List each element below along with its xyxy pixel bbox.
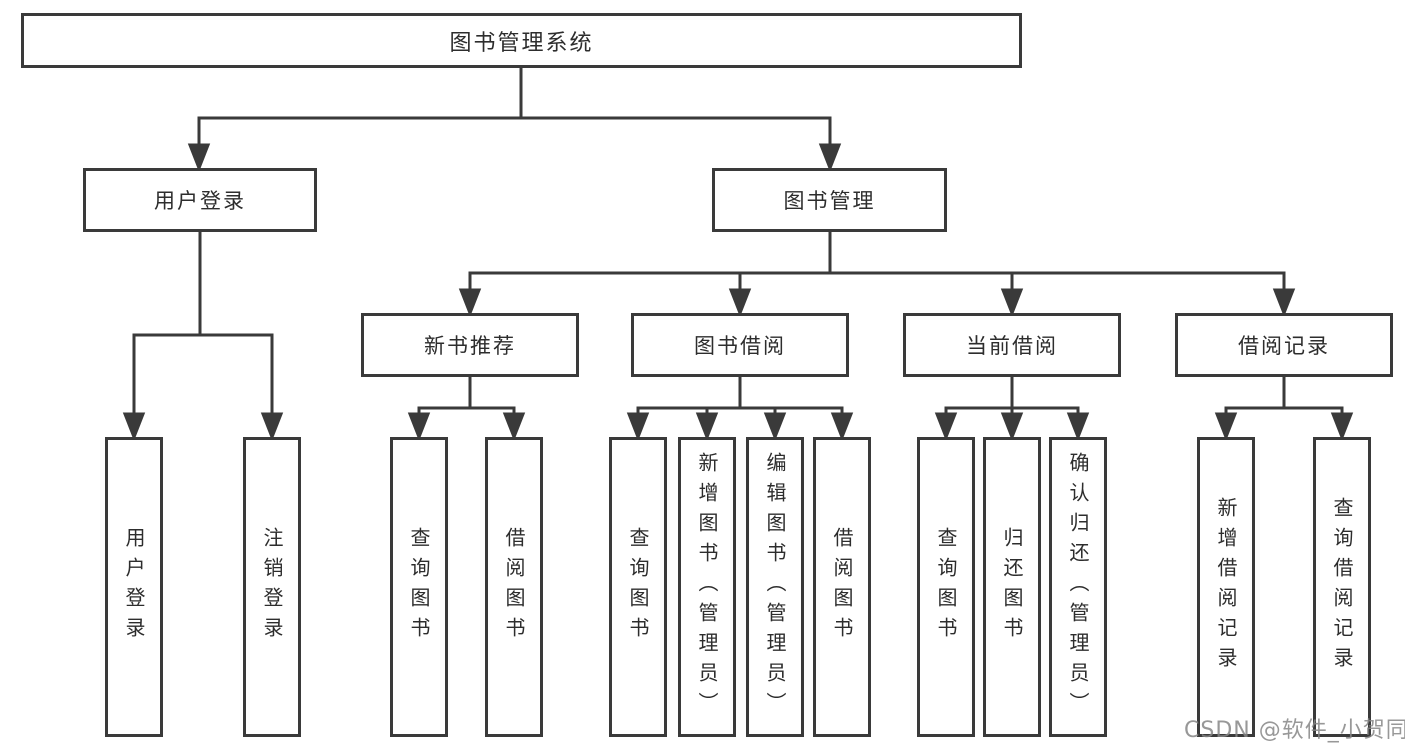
node-book-management: 图书管理 bbox=[712, 168, 947, 232]
node-current-borrowing: 当前借阅 bbox=[903, 313, 1121, 377]
connector-user-login-branch bbox=[122, 230, 284, 442]
leaf-borrowing-borrow-book: 借阅图书 bbox=[813, 437, 871, 737]
leaf-logout: 注销登录 bbox=[243, 437, 301, 737]
node-root-system: 图书管理系统 bbox=[21, 13, 1022, 68]
leaf-borrowing-edit-book: 编辑图书（管理员） bbox=[746, 437, 804, 737]
leaf-current-query-book: 查询图书 bbox=[917, 437, 975, 737]
node-book-borrowing: 图书借阅 bbox=[631, 313, 849, 377]
leaf-current-confirm-return: 确认归还（管理员） bbox=[1049, 437, 1107, 737]
leaf-records-query-record: 查询借阅记录 bbox=[1313, 437, 1371, 737]
connector-book-mgmt-branch bbox=[458, 230, 1296, 318]
leaf-user-login: 用户登录 bbox=[105, 437, 163, 737]
node-user-login: 用户登录 bbox=[83, 168, 317, 232]
csdn-watermark: CSDN @软件_小贺同学 bbox=[1184, 718, 1405, 743]
leaf-records-add-record: 新增借阅记录 bbox=[1197, 437, 1255, 737]
leaf-newbooks-query-book: 查询图书 bbox=[390, 437, 448, 737]
node-borrow-records: 借阅记录 bbox=[1175, 313, 1393, 377]
connector-current-branch bbox=[934, 375, 1090, 442]
connector-borrowing-branch bbox=[626, 375, 854, 442]
leaf-newbooks-borrow-book: 借阅图书 bbox=[485, 437, 543, 737]
connector-new-books-branch bbox=[407, 375, 526, 442]
leaf-borrowing-add-book: 新增图书（管理员） bbox=[678, 437, 736, 737]
node-new-book-recommend: 新书推荐 bbox=[361, 313, 579, 377]
connector-root-branch bbox=[187, 66, 842, 173]
leaf-current-return-book: 归还图书 bbox=[983, 437, 1041, 737]
leaf-borrowing-query-book: 查询图书 bbox=[609, 437, 667, 737]
connector-records-branch bbox=[1214, 375, 1354, 442]
